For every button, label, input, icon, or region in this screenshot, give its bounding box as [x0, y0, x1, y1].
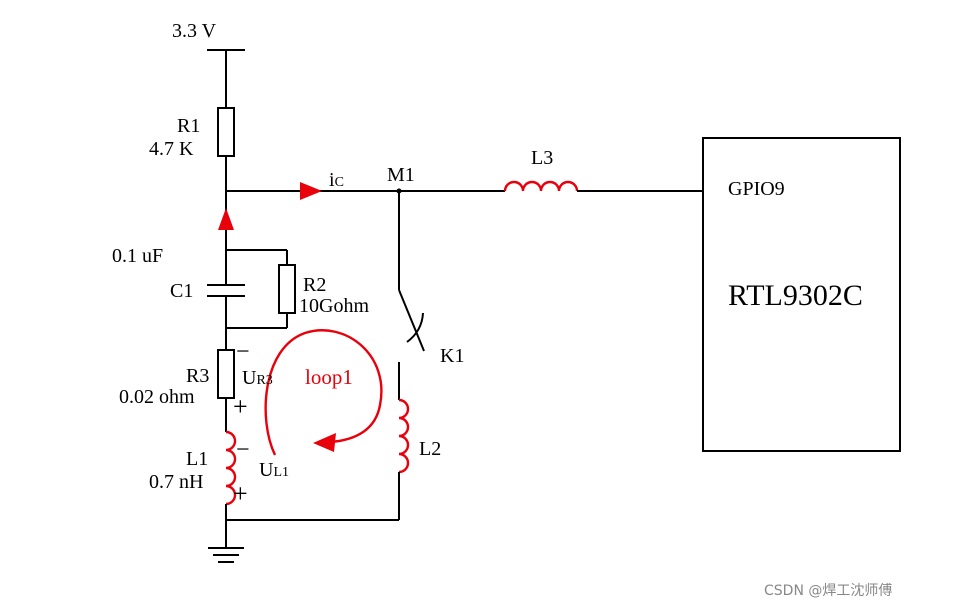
inductor-l1	[225, 430, 237, 506]
chip-rtl9302c	[702, 137, 901, 452]
r2-value-label: 10Gohm	[299, 295, 369, 317]
inductor-l3	[503, 180, 579, 192]
r2-name-label: R2	[303, 274, 326, 296]
r3-value-label: 0.02 ohm	[119, 386, 195, 408]
c1-name-label: C1	[170, 280, 193, 302]
switch-k1-blade	[398, 289, 425, 352]
m1-label: M1	[387, 164, 415, 186]
resistor-r2	[278, 264, 296, 314]
l1-name-label: L1	[186, 448, 208, 470]
watermark-text: CSDN @焊工沈师傅	[764, 583, 892, 599]
l3-label: L3	[531, 147, 553, 169]
switch-k1-arc	[406, 312, 424, 343]
chip-name-label: RTL9302C	[728, 279, 863, 312]
ur3-plus-sign: +	[233, 392, 248, 421]
current-arrow-up	[218, 208, 234, 230]
inductor-l2	[398, 398, 410, 474]
ul1-minus-sign: −	[236, 437, 250, 463]
loop1-label: loop1	[305, 365, 353, 389]
ul1-plus-sign: +	[233, 479, 248, 508]
resistor-r3	[217, 349, 235, 399]
r1-name-label: R1	[177, 115, 200, 137]
gpio-label: GPIO9	[728, 178, 785, 200]
k1-label: K1	[440, 345, 464, 367]
ur3-minus-sign: −	[236, 339, 250, 365]
ul1-label: UL1	[259, 459, 289, 481]
current-arrow-right	[300, 182, 322, 200]
l2-label: L2	[419, 438, 441, 460]
ic-label: iC	[329, 169, 344, 191]
loop1-arrow	[264, 329, 383, 456]
loop1-arrowhead	[313, 433, 336, 452]
supply-label: 3.3 V	[172, 20, 217, 42]
r3-name-label: R3	[186, 365, 209, 387]
r1-value-label: 4.7 K	[149, 138, 194, 160]
ur3-label: UR3	[242, 367, 273, 389]
l1-value-label: 0.7 nH	[149, 471, 203, 493]
resistor-r1	[217, 107, 235, 157]
c1-value-label: 0.1 uF	[112, 245, 163, 267]
